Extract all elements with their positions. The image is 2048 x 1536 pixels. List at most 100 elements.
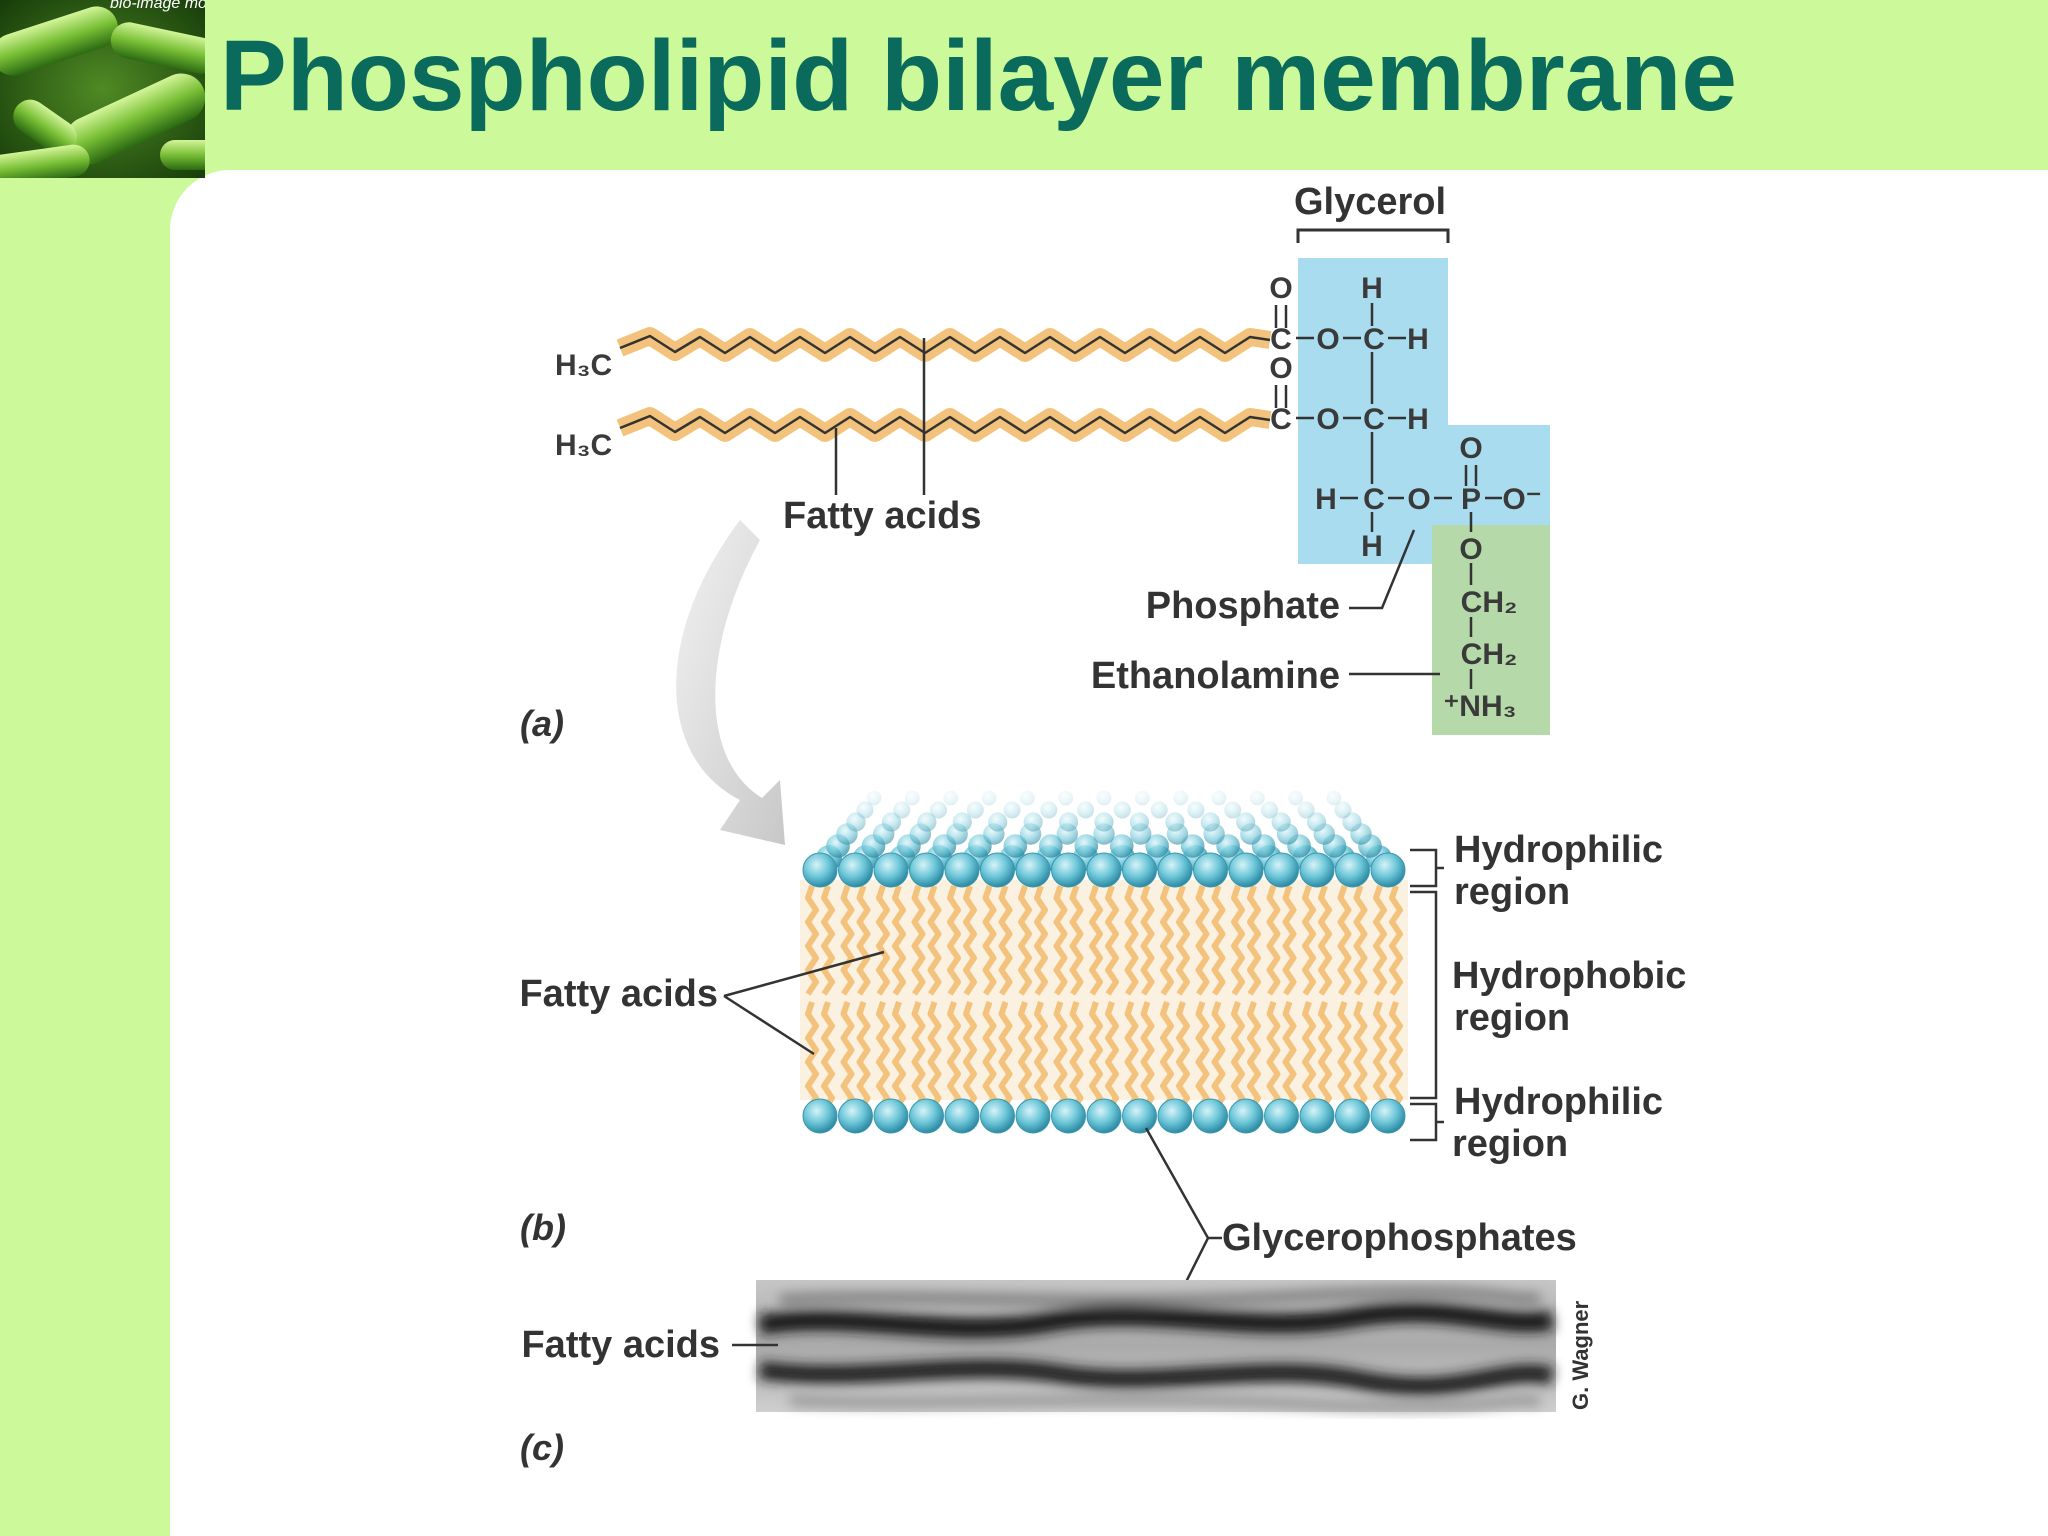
slide-title: Phospholipid bilayer membrane: [220, 20, 1737, 132]
ethanolamine-label: Ethanolamine: [1091, 655, 1340, 697]
top-head: [980, 852, 1015, 888]
logo-caption: bio-image models: [110, 0, 205, 12]
atom-c-1: C: [1270, 323, 1292, 356]
lipid-tail: [1266, 885, 1281, 996]
lipid-tail: [876, 1001, 890, 1112]
hydrophilic-top-line1: Hydrophilic: [1454, 829, 1663, 871]
atom-ch2-2: CH₂: [1461, 638, 1518, 671]
chain-start-2: H₃C: [555, 429, 612, 462]
bottom-head: [1122, 1098, 1157, 1134]
lipid-tail: [1176, 885, 1190, 996]
lipid-tail: [1373, 1001, 1387, 1112]
bottom-head: [1193, 1098, 1228, 1134]
bottom-head: [1157, 1098, 1193, 1134]
bottom-head: [1086, 1098, 1122, 1134]
lipid-tail: [927, 1001, 942, 1112]
atom-nh3: ⁺NH₃: [1443, 690, 1516, 723]
bottom-head: [980, 1098, 1015, 1134]
atom-o-carbonyl-2: O: [1269, 352, 1292, 385]
lipid-tail: [911, 1001, 926, 1112]
bottom-head: [802, 1098, 838, 1134]
atom-o-link: O: [1407, 483, 1430, 516]
top-head: [1086, 852, 1122, 888]
top-head: [1193, 852, 1228, 888]
lipid-tail: [876, 885, 890, 996]
lipid-tail: [947, 885, 961, 996]
lipid-tail: [1211, 1001, 1226, 1112]
lipid-tail: [982, 1001, 997, 1112]
transition-arrow: [676, 520, 785, 845]
atom-p: P: [1461, 483, 1481, 516]
lipid-tail: [1140, 1001, 1155, 1112]
bottom-head: [873, 1098, 909, 1134]
lipid-tail: [1302, 885, 1316, 996]
lipid-tail: [1373, 885, 1387, 996]
top-head: [1228, 852, 1264, 888]
fatty-acids-pointer-b2: [723, 994, 815, 1056]
panel-a-tag: (a): [520, 703, 564, 744]
credit-text: G. Wagner: [1568, 1300, 1593, 1410]
micrograph-bands: [758, 1286, 1555, 1412]
lipid-tail: [1018, 885, 1032, 996]
hydrophilic-top-line2: region: [1454, 871, 1570, 913]
lipid-tail: [1053, 1001, 1068, 1112]
lipid-tail: [963, 885, 977, 996]
panel-b: Fatty acids Hydrophilic region Hydrophob…: [519, 770, 1686, 1248]
atom-h-top: H: [1361, 272, 1383, 305]
bottom-head: [1228, 1098, 1264, 1134]
glycerophosphates-label: Glycerophosphates: [1222, 1217, 1577, 1259]
lipid-tail: [856, 885, 871, 996]
lipid-tail: [1353, 1001, 1368, 1112]
lipid-tail: [840, 1001, 855, 1112]
lipid-tail: [1353, 885, 1368, 996]
panel-c-tag: (c): [520, 1427, 564, 1468]
panel-b-tag: (b): [520, 1207, 566, 1248]
top-head: [838, 852, 873, 888]
bottom-head-row: [802, 1098, 1406, 1134]
atom-o-phosphoryl: O: [1459, 432, 1482, 465]
top-head: [873, 852, 909, 888]
lipid-tail: [1337, 1001, 1352, 1112]
lipid-tail: [982, 885, 997, 996]
panel-c: Glycerophosphates G. Wagner Fatty acids …: [520, 1127, 1593, 1468]
lipid-tail: [1389, 885, 1403, 996]
atom-h-bottom: H: [1361, 530, 1383, 563]
glycerol-structure: O C O H C H O C O C H H C: [1269, 272, 1541, 723]
lipid-tail: [1140, 885, 1155, 996]
fatty-acids-label-b: Fatty acids: [519, 973, 718, 1015]
atom-o-ester-2: O: [1316, 403, 1339, 436]
lipid-tail: [1302, 1001, 1316, 1112]
lipid-tail: [1195, 1001, 1210, 1112]
bottom-head: [1264, 1098, 1299, 1134]
lipid-tail: [1160, 1001, 1174, 1112]
lipid-tail: [1389, 1001, 1403, 1112]
lipid-tail: [998, 885, 1013, 996]
top-head: [1122, 852, 1157, 888]
lipid-tail: [840, 885, 855, 996]
hydrophobic-line1: Hydrophobic: [1452, 955, 1686, 997]
lipid-tail: [892, 885, 906, 996]
lipid-tail: [963, 1001, 977, 1112]
atom-ch2-1: CH₂: [1461, 586, 1518, 619]
ethanolamine-box: [1432, 525, 1550, 735]
hydrophilic-bottom-line2: region: [1452, 1123, 1568, 1165]
top-head: [1157, 852, 1193, 888]
lipid-tail: [1124, 1001, 1139, 1112]
lipid-tail: [1069, 1001, 1084, 1112]
phosphate-label: Phosphate: [1146, 585, 1340, 627]
bottom-head: [1299, 1098, 1335, 1134]
lipid-tail: [927, 885, 942, 996]
top-head: [1264, 852, 1299, 888]
top-head: [909, 852, 944, 888]
top-head: [802, 852, 838, 888]
phosphate-pointer: [1349, 529, 1416, 610]
bacteria-logo: bio-image models: [0, 0, 205, 178]
bottom-head: [1051, 1098, 1086, 1134]
lipid-tail: [1282, 1001, 1297, 1112]
lipid-tail: [1337, 885, 1352, 996]
fatty-acid-chain-1-line: [619, 334, 1271, 355]
lipid-tail: [1282, 885, 1297, 996]
lipid-tail: [821, 885, 835, 996]
top-head: [1051, 852, 1086, 888]
atom-h-right-2: H: [1407, 403, 1429, 436]
